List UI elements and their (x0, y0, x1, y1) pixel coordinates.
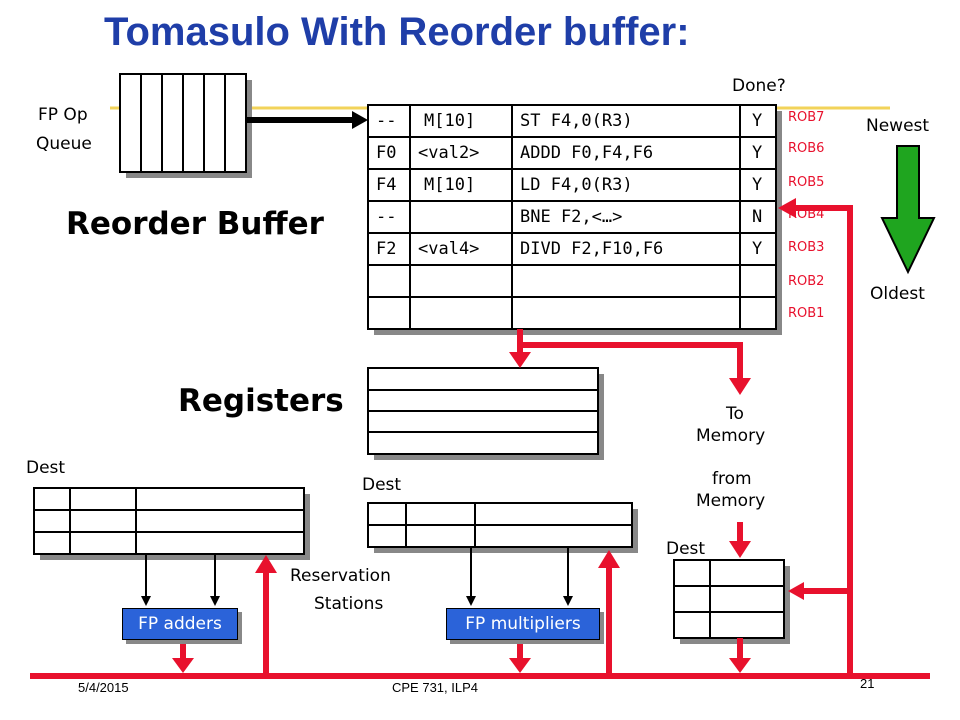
rob-instruction-cell: ADDD F0,F4,F6 (520, 143, 654, 163)
rob-dest-cell: F4 (376, 175, 397, 195)
fp-op-queue (119, 73, 252, 178)
rob-tag: ROB5 (788, 175, 825, 190)
fp-op-queue-label-line1: FP Op (38, 105, 88, 125)
rob-done-cell: Y (752, 175, 763, 195)
rob-dest-cell: -- (376, 111, 397, 131)
rob-done-cell: Y (752, 111, 763, 131)
rob-instruction-cell: LD F4,0(R3) (520, 175, 633, 195)
reorder-buffer-label: Reorder Buffer (66, 206, 324, 242)
rob-instruction-cell: BNE F2,<…> (520, 207, 623, 227)
slide-title: Tomasulo With Reorder buffer: (104, 10, 690, 54)
rob-dest-cell: F0 (376, 143, 397, 163)
footer-course: CPE 731, ILP4 (392, 680, 478, 695)
to-memory-label-line2: Memory (696, 426, 766, 446)
rob-instruction-cell: ST F4,0(R3) (520, 111, 633, 131)
rob-tag: ROB4 (788, 207, 825, 222)
fp-op-queue-label-line2: Queue (36, 134, 92, 154)
rob-tag: ROB6 (788, 141, 825, 156)
reorder-buffer-table (367, 104, 782, 335)
footer-date: 5/4/2015 (78, 680, 129, 695)
rob-tag: ROB1 (788, 306, 825, 321)
from-memory-label-line2: Memory (696, 491, 766, 511)
rob-instruction-cell: DIVD F2,F10,F6 (520, 239, 664, 259)
rob-tag: ROB7 (788, 110, 825, 125)
oldest-label: Oldest (870, 284, 925, 304)
rob-done-cell: Y (752, 239, 763, 259)
rob-tag: ROB2 (788, 274, 825, 289)
newest-label: Newest (866, 116, 930, 136)
footer-page-number: 21 (860, 676, 875, 691)
from-memory-label-line1: from (712, 469, 752, 489)
fp-adders-unit: FP adders (122, 608, 238, 640)
rs-to-unit-arrows (141, 547, 573, 606)
rob-done-cell: N (752, 207, 763, 227)
rob-value-cell: <val4> (418, 239, 480, 259)
common-data-bus (30, 198, 930, 679)
reservation-stations-label-line1: Reservation (290, 566, 391, 586)
multiplier-dest-label: Dest (362, 475, 402, 495)
rob-done-cell: Y (752, 143, 763, 163)
reservation-stations-label-line2: Stations (314, 594, 384, 614)
load-buffers (673, 559, 790, 644)
rob-dest-cell: -- (376, 207, 397, 227)
multiplier-reservation-stations (367, 502, 638, 553)
rob-tag: ROB3 (788, 240, 825, 255)
rob-value-cell: M[10] (424, 175, 476, 195)
load-buffer-dest-label: Dest (666, 539, 706, 559)
rob-value-cell: M[10] (424, 111, 476, 131)
to-memory-label-line1: To (726, 404, 744, 424)
rob-value-cell: <val2> (418, 143, 480, 163)
done-column-label: Done? (732, 76, 786, 96)
adder-reservation-stations (33, 487, 310, 560)
adder-dest-label: Dest (26, 458, 66, 478)
rob-dest-cell: F2 (376, 239, 397, 259)
newest-to-oldest-arrow (880, 145, 936, 275)
registers-table (367, 367, 604, 460)
fp-multipliers-unit: FP multipliers (446, 608, 600, 640)
registers-label: Registers (178, 383, 344, 419)
